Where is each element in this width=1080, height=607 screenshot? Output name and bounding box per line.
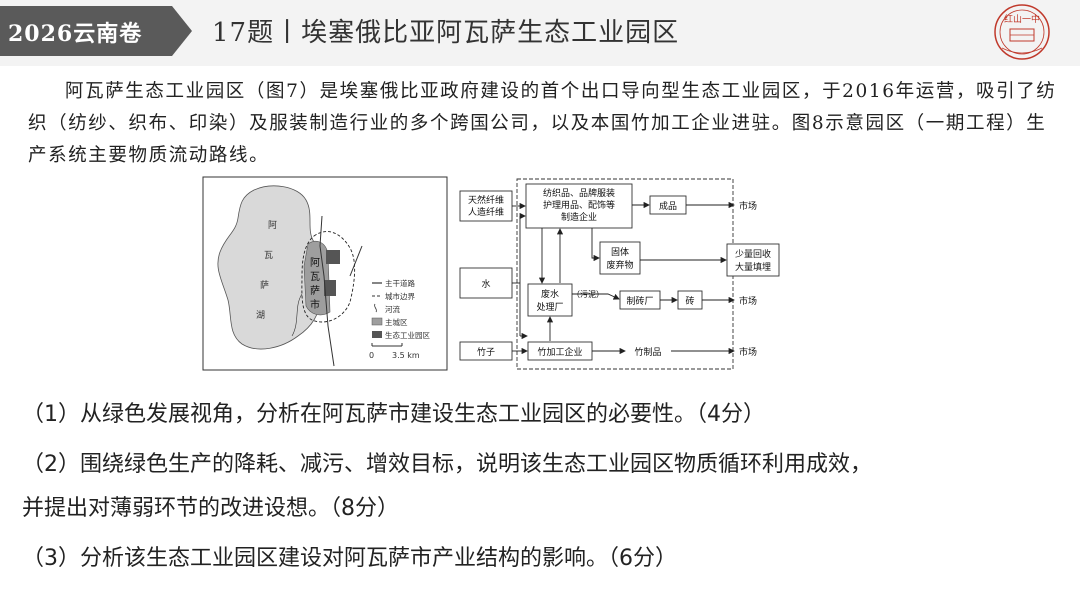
- wastewater-label-2: 处理厂: [536, 301, 563, 313]
- textile-label-1: 纺织品、品牌服装: [543, 187, 615, 199]
- textile-box: [525, 183, 633, 229]
- bamboo-product-label: 竹制品: [634, 346, 661, 358]
- brick-factory-label: 制砖厂: [626, 295, 653, 307]
- intro-text: 阿瓦萨生态工业园区（图7）是埃塞俄比亚政府建设的首个出口导向型生态工业园区，于2…: [28, 81, 1057, 166]
- bamboo-firm-label: 竹加工企业: [537, 346, 582, 358]
- recycle-box: [726, 243, 780, 277]
- brick-label: 砖: [685, 295, 694, 307]
- city-label-3: 萨: [310, 285, 320, 297]
- lake-shape: [217, 185, 321, 350]
- city-label-4: 市: [310, 298, 320, 311]
- lake-label-3: 萨: [260, 280, 269, 291]
- main-city-area: [303, 241, 331, 316]
- city-label-2: 瓦: [310, 272, 320, 283]
- textile-label-2: 护理用品、配饰等: [543, 199, 615, 211]
- question-2: （2）围绕绿色生产的降耗、减污、增效目标，说明该生态工业园区物质循环利用成效，: [22, 452, 872, 477]
- wastewater-box: [527, 283, 573, 317]
- water-box: [459, 267, 513, 299]
- city-label-1: 阿: [310, 257, 320, 269]
- textile-label-3: 制造企业: [561, 211, 597, 223]
- flow-arrows: [512, 201, 735, 355]
- map-scale: 0 3.5 km: [369, 343, 420, 360]
- question-3: （3）分析该生态工业园区建设对阿瓦萨市产业结构的影响。（6分）: [22, 546, 677, 571]
- slide-title: 17题丨埃塞俄比亚阿瓦萨生态工业园区: [212, 18, 680, 48]
- main-road-2: [349, 245, 363, 277]
- recycle-label-2: 大量填埋: [735, 261, 771, 273]
- eco-park-boundary: [516, 178, 734, 370]
- fiber-box: [459, 190, 513, 222]
- exam-tag-label: 2026云南卷: [8, 21, 143, 47]
- legend-eco-park: 生态工业园区: [385, 330, 430, 340]
- market2-label: 市场: [739, 295, 757, 307]
- scale-distance: 3.5 km: [392, 351, 420, 360]
- bamboo-label: 竹子: [477, 346, 495, 358]
- slide-header: 2026云南卷 17题丨埃塞俄比亚阿瓦萨生态工业园区 红山一中: [0, 0, 1080, 66]
- eco-park-area-2: [324, 280, 336, 296]
- solid-waste-label-1: 固体: [611, 246, 629, 258]
- exam-tag: 2026云南卷: [0, 6, 192, 56]
- eco-park-area-1: [326, 250, 340, 264]
- scale-zero: 0: [369, 351, 374, 360]
- fiber-label-1: 天然纤维: [468, 194, 504, 206]
- solid-waste-box: [599, 241, 641, 275]
- market1-label: 市场: [739, 200, 757, 212]
- legend-river: 河流: [385, 304, 400, 314]
- fiber-label-2: 人造纤维: [468, 206, 504, 218]
- solid-waste-label-2: 废弃物: [606, 259, 633, 271]
- product-label: 成品: [659, 200, 677, 212]
- legend-boundary: 城市边界: [385, 291, 415, 301]
- lake-label-1: 阿: [268, 220, 277, 231]
- river: [291, 293, 303, 337]
- figure7-map: 阿 瓦 萨 湖 阿 瓦 萨 市 主干道路 城市边界 河流 主城区 生态工业园区: [202, 176, 448, 371]
- logo-text: 红山一中: [1004, 13, 1040, 25]
- legend-city: 主城区: [385, 317, 408, 327]
- school-logo: 红山一中: [994, 4, 1050, 60]
- water-label: 水: [481, 278, 490, 290]
- intro-paragraph: 阿瓦萨生态工业园区（图7）是埃塞俄比亚政府建设的首个出口导向型生态工业园区，于2…: [28, 76, 1058, 172]
- recycle-label-1: 少量回收: [735, 248, 771, 260]
- question-2-cont: 并提出对薄弱环节的改进设想。（8分）: [22, 496, 399, 521]
- question-1: （1）从绿色发展视角，分析在阿瓦萨市建设生态工业园区的必要性。（4分）: [22, 402, 765, 427]
- map-legend: 主干道路 城市边界 河流 主城区 生态工业园区: [371, 278, 430, 340]
- wastewater-label-1: 废水: [541, 288, 559, 300]
- city-boundary: [301, 231, 356, 323]
- market3-label: 市场: [739, 346, 757, 358]
- lake-label-4: 湖: [256, 310, 265, 321]
- figures: 阿 瓦 萨 湖 阿 瓦 萨 市 主干道路 城市边界 河流 主城区 生态工业园区: [202, 176, 780, 371]
- legend-road: 主干道路: [385, 278, 415, 288]
- figure8-flow: 天然纤维 人造纤维 纺织品、品牌服装 护理用品、配饰等 制造企业 成品 市场 固…: [459, 178, 780, 370]
- main-road: [319, 215, 335, 367]
- lake-label-2: 瓦: [264, 250, 273, 261]
